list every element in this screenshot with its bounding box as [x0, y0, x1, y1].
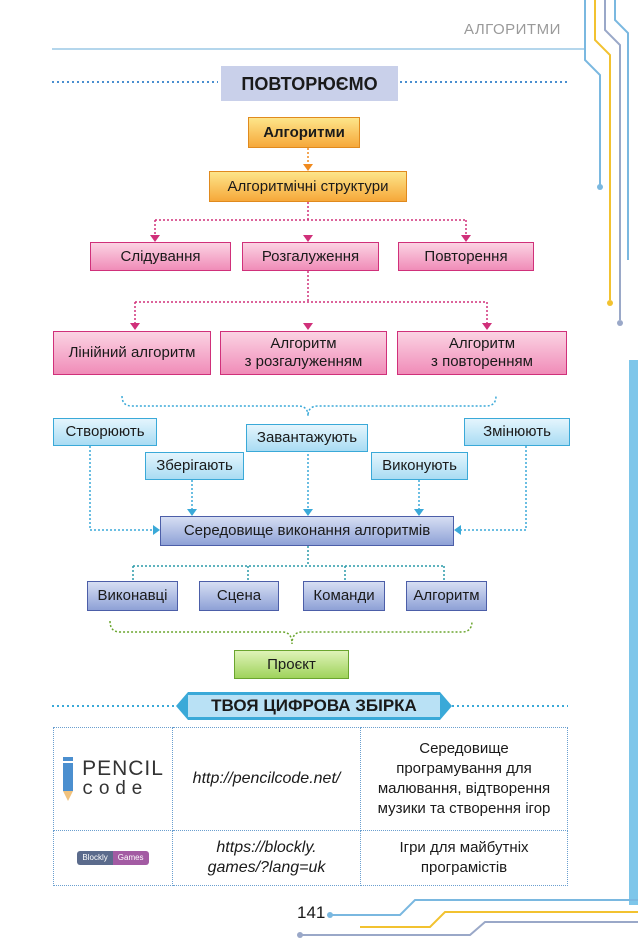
node-modify: Змінюють: [464, 418, 570, 446]
loop-algorithm-line2: з повторенням: [431, 353, 533, 370]
node-load: Завантажують: [246, 424, 368, 452]
pencilcode-logo-word-code: code: [82, 778, 148, 800]
banner-shape: [176, 692, 452, 720]
node-linear-algorithm: Лінійний алгоритм: [53, 331, 211, 375]
node-create: Створюють: [53, 418, 157, 446]
pencilcode-logo-cell: PENCIL code: [53, 727, 173, 831]
pencil-icon: [63, 757, 74, 801]
node-project: Проєкт: [234, 650, 349, 679]
loop-algorithm-line1: Алгоритм: [448, 335, 516, 352]
node-algorithmic-structures: Алгоритмічні структури: [209, 171, 407, 202]
node-branching: Розгалуження: [242, 242, 379, 271]
blockly-url-line2: games/?lang=uk: [207, 859, 326, 876]
blockly-description: Ігри для майбутніх програмістів: [360, 830, 568, 886]
blockly-logo-left: Blockly: [77, 851, 113, 865]
node-executors: Виконавці: [87, 581, 178, 611]
blockly-games-logo: Blockly Games: [54, 851, 172, 865]
page-number: 141: [297, 903, 326, 922]
node-commands: Команди: [303, 581, 385, 611]
blockly-logo-cell: Blockly Games: [53, 830, 173, 886]
node-loop-algorithm: Алгоритм з повторенням: [397, 331, 567, 375]
node-scene: Сцена: [199, 581, 279, 611]
pencilcode-url[interactable]: http://pencilcode.net/: [172, 727, 361, 831]
table-row: Blockly Games https://blockly. games/?la…: [53, 830, 568, 886]
review-title: ПОВТОРЮЄМО: [221, 66, 398, 101]
node-algorithms: Алгоритми: [248, 117, 360, 148]
pencilcode-logo: PENCIL code: [54, 757, 172, 801]
pencilcode-logo-word-pencil: PENCIL: [82, 757, 164, 780]
node-execute: Виконують: [371, 452, 468, 480]
node-save: Зберігають: [145, 452, 244, 480]
branch-algorithm-line1: Алгоритм: [270, 335, 337, 352]
pencilcode-description: Середовище програмування для малювання, …: [360, 727, 568, 831]
digital-collection-banner: ТВОЯ ЦИФРОВА ЗБІРКА: [176, 692, 452, 720]
branch-algorithm-line2: з розгалуженням: [244, 353, 363, 370]
blockly-url-line1: https://blockly.: [216, 839, 317, 856]
node-sequence: Слідування: [90, 242, 231, 271]
table-row: PENCIL code http://pencilcode.net/ Серед…: [53, 727, 568, 831]
node-repetition: Повторення: [398, 242, 534, 271]
blockly-url[interactable]: https://blockly. games/?lang=uk: [172, 830, 361, 886]
node-execution-environment: Середовище виконання алгоритмів: [160, 516, 454, 546]
node-algorithm: Алгоритм: [406, 581, 487, 611]
blockly-logo-right: Games: [112, 851, 149, 865]
section-header: АЛГОРИТМИ: [464, 21, 561, 38]
node-branch-algorithm: Алгоритм з розгалуженням: [220, 331, 387, 375]
resources-table: PENCIL code http://pencilcode.net/ Серед…: [53, 727, 568, 886]
digital-collection-title: ТВОЯ ЦИФРОВА ЗБІРКА: [211, 696, 417, 715]
